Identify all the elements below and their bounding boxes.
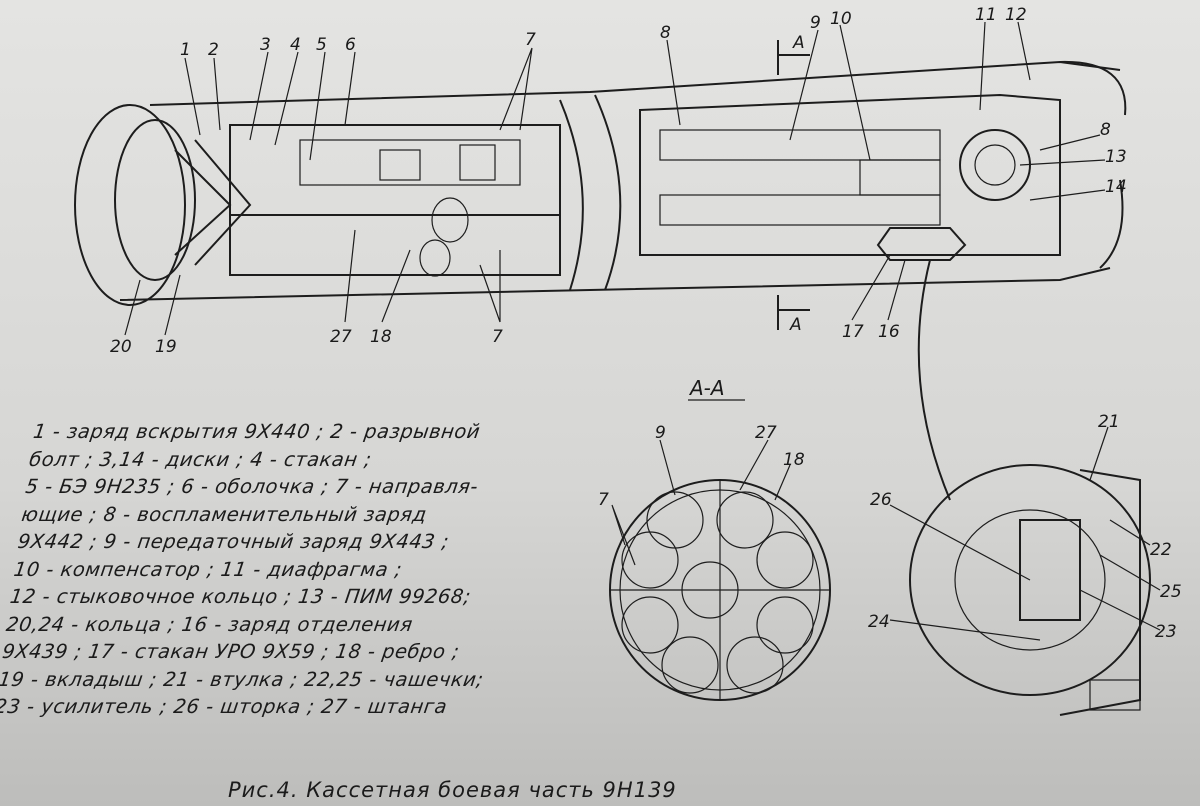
section-a-a-drawing: А-А xyxy=(609,376,831,701)
legend-line: 9Х442 ; 9 - передаточный заряд 9Х443 ; xyxy=(16,530,451,553)
leader-lines xyxy=(124,21,1161,641)
svg-text:1: 1 xyxy=(180,40,191,60)
svg-text:21: 21 xyxy=(1098,412,1120,432)
callouts-detail: 21 26 22 25 23 24 xyxy=(868,412,1182,642)
svg-text:14: 14 xyxy=(1105,177,1127,197)
callouts-main: 1 2 3 4 5 6 7 8 9 10 11 12 8 13 14 20 19… xyxy=(110,5,1127,357)
svg-text:5: 5 xyxy=(316,35,327,55)
svg-text:27: 27 xyxy=(755,423,777,443)
svg-text:19: 19 xyxy=(155,337,177,357)
svg-text:7: 7 xyxy=(525,30,536,50)
detail-drawing xyxy=(909,464,1151,716)
legend-line: 23 - усилитель ; 26 - шторка ; 27 - штан… xyxy=(0,695,449,718)
svg-text:22: 22 xyxy=(1150,540,1172,560)
legend-line: 5 - БЭ 9Н235 ; 6 - оболочка ; 7 - направ… xyxy=(24,475,480,498)
svg-text:10: 10 xyxy=(830,9,852,29)
legend-line: 20,24 - кольца ; 16 - заряд отделения xyxy=(4,612,415,636)
svg-text:18: 18 xyxy=(370,327,392,347)
legend-line: 12 - стыковочное кольцо ; 13 - ПИМ 99268… xyxy=(8,585,473,608)
svg-text:4: 4 xyxy=(290,35,301,55)
svg-text:25: 25 xyxy=(1160,582,1182,602)
svg-text:3: 3 xyxy=(260,35,271,55)
legend-line: ющие ; 8 - воспламенительный заряд xyxy=(20,502,429,526)
callouts-section: 9 27 18 7 xyxy=(598,423,805,510)
svg-text:8: 8 xyxy=(1100,120,1111,140)
section-mark-top: А xyxy=(777,33,810,75)
svg-text:9: 9 xyxy=(810,13,821,33)
svg-text:7: 7 xyxy=(492,327,503,347)
svg-text:11: 11 xyxy=(975,5,997,25)
svg-text:16: 16 xyxy=(878,322,900,342)
figure-caption: Рис.4. Кассетная боевая часть 9Н139 xyxy=(228,778,677,802)
svg-text:А: А xyxy=(789,315,802,335)
svg-text:6: 6 xyxy=(345,35,356,55)
svg-text:8: 8 xyxy=(660,23,671,43)
svg-text:27: 27 xyxy=(330,327,352,347)
svg-text:17: 17 xyxy=(842,322,864,342)
section-title: А-А xyxy=(688,376,725,400)
section-mark-bottom: А xyxy=(777,295,810,335)
legend-line: 1 - заряд вскрытия 9Х440 ; 2 - разрывной xyxy=(31,420,482,443)
svg-text:А: А xyxy=(792,33,805,53)
svg-text:20: 20 xyxy=(110,337,132,357)
parts-legend: 1 - заряд вскрытия 9Х440 ; 2 - разрывной… xyxy=(0,418,615,721)
svg-text:9: 9 xyxy=(655,423,666,443)
legend-line: 10 - компенсатор ; 11 - диафрагма ; xyxy=(12,557,404,581)
svg-text:13: 13 xyxy=(1105,147,1127,167)
warhead-cutaway-drawing xyxy=(74,60,1127,501)
svg-text:24: 24 xyxy=(868,612,890,632)
svg-text:23: 23 xyxy=(1155,622,1177,642)
svg-text:18: 18 xyxy=(783,450,805,470)
svg-text:2: 2 xyxy=(208,40,219,60)
legend-line: болт ; 3,14 - диски ; 4 - стакан ; xyxy=(27,447,374,471)
svg-text:12: 12 xyxy=(1005,5,1027,25)
svg-text:26: 26 xyxy=(870,490,892,510)
svg-text:7: 7 xyxy=(598,490,609,510)
legend-line: 9Х439 ; 17 - стакан УРО 9Х59 ; 18 - ребр… xyxy=(0,640,461,663)
legend-line: 19 - вкладыш ; 21 - втулка ; 22,25 - чаш… xyxy=(0,667,486,691)
